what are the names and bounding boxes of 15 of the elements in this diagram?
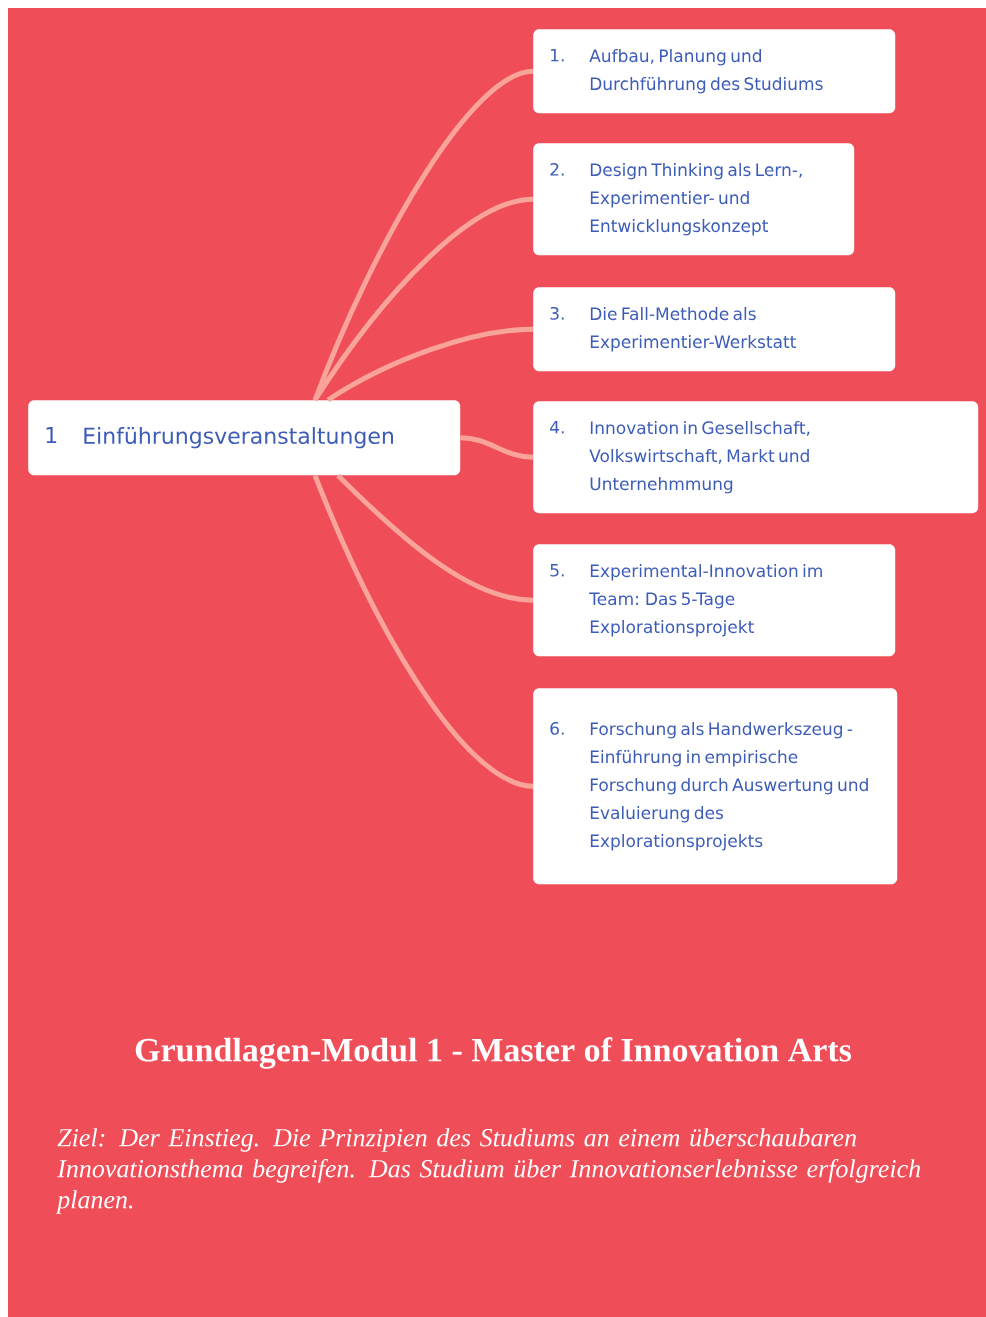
title: Grundlagen-Modul 1 - Master of Innovation Arts <box>135 1037 852 1069</box>
connector-line <box>312 196 534 402</box>
connector-line <box>312 68 534 401</box>
topic-box: 1 Einführungsveranstaltungen <box>28 400 461 476</box>
connector-line <box>326 326 534 403</box>
subtopic-box: 4. Innovation in Gesellschaft, Volkswirtschaft, Markt und Unternehmmung <box>533 401 979 514</box>
connector-line <box>312 474 534 789</box>
caption: Ziel: Der Einstieg. Die Prinzipien des Studiums an einem überschaubaren Innovationsthema begreifen. Das Studium über Innovationserlebnisse erfolgreich planen. <box>55 1128 921 1214</box>
subtopic-box: 5. Experimental-Innovation im Team: Das 5-Tage Explorationsprojekt <box>533 544 896 657</box>
connector-line <box>460 435 534 460</box>
connector-line <box>336 473 534 603</box>
subtopic-box: 3. Die Fall-Methode als Experimentier-Werkstatt <box>533 287 896 372</box>
subtopic-box: 2. Design Thinking als Lern-, Experimentier- und Entwicklungskonzept <box>533 143 855 256</box>
subtopic-box: 6. Forschung als Handwerkszeug - Einführung in empirische Forschung durch Auswertung und Evaluierung des Explorationsprojekts <box>533 688 898 885</box>
subtopic-box: 1. Aufbau, Planung und Durchführung des Studiums <box>533 29 896 114</box>
